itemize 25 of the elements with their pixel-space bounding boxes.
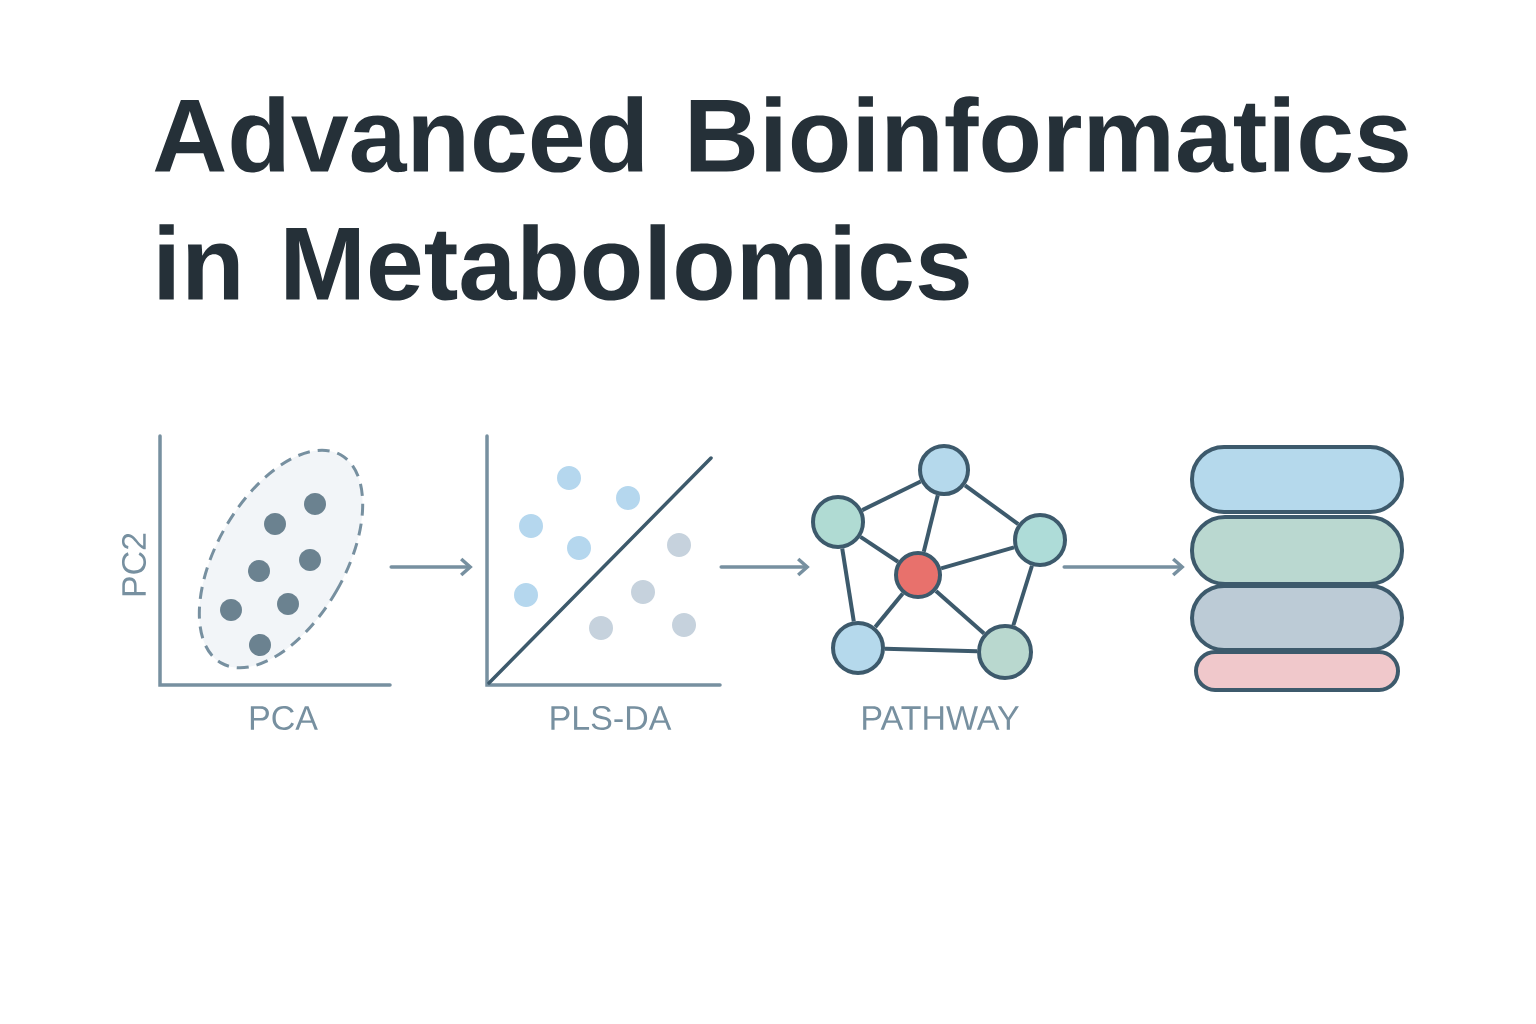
network-link (859, 535, 900, 564)
plot-label: PCA (250, 705, 318, 731)
network-node (811, 495, 865, 549)
network-node (1013, 513, 1067, 567)
database-drawing (1190, 445, 1404, 692)
network-link (940, 545, 1015, 571)
network-link (884, 646, 978, 654)
network-link (1011, 565, 1034, 626)
network-link (840, 548, 856, 622)
network-node (918, 444, 970, 496)
network-link (873, 592, 905, 629)
plot-label: PATHWAY (863, 706, 1019, 730)
network-link (861, 479, 922, 512)
network-link (921, 494, 940, 553)
arrow (719, 557, 810, 577)
title: Advanced Bioinformatics in Metabolomics (154, 96, 1408, 301)
network-link (934, 589, 986, 635)
network-link (963, 483, 1020, 526)
arrow (389, 557, 473, 577)
network-node (977, 624, 1033, 680)
plot-label: PLS-DA (551, 705, 672, 731)
arrow (1062, 557, 1185, 577)
axis-label: PC2 (121, 533, 147, 596)
network-node (831, 621, 885, 675)
network-node (894, 551, 942, 599)
